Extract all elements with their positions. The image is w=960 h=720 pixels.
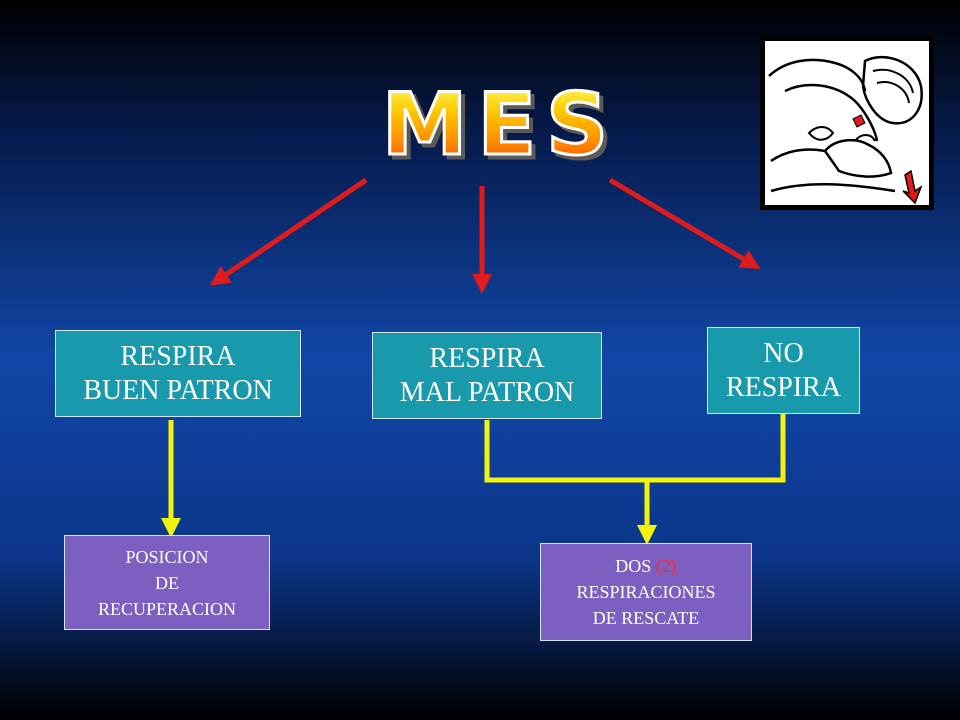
node-respira-mal-patron: RESPIRA MAL PATRON: [372, 332, 602, 419]
node-posicion-recuperacion: POSICION DE RECUPERACION: [64, 535, 270, 630]
node-respira-buen-patron-label: RESPIRA BUEN PATRON: [83, 340, 273, 406]
slide-title: MES: [335, 79, 665, 172]
node-no-respira-label: NO RESPIRA: [725, 337, 842, 403]
rescue-breathing-illustration: [760, 36, 934, 210]
node-respira-buen-patron: RESPIRA BUEN PATRON: [55, 330, 301, 417]
dos-number: (2): [655, 556, 677, 576]
node-dos-respiraciones-label: DOS (2) RESPIRACIONES DE RESCATE: [576, 553, 715, 631]
yellow-merge-connector: [484, 414, 786, 545]
red-arrow-right: [608, 177, 761, 270]
node-posicion-label: POSICION DE RECUPERACION: [97, 546, 236, 619]
node-dos-respiraciones: DOS (2) RESPIRACIONES DE RESCATE: [540, 543, 752, 641]
dos-text: DOS: [615, 556, 656, 576]
red-arrow-left: [209, 177, 368, 286]
node-no-respira: NO RESPIRA: [707, 327, 860, 414]
dos-rest-text: RESPIRACIONES DE RESCATE: [576, 582, 716, 628]
node-respira-mal-patron-label: RESPIRA MAL PATRON: [399, 342, 575, 408]
